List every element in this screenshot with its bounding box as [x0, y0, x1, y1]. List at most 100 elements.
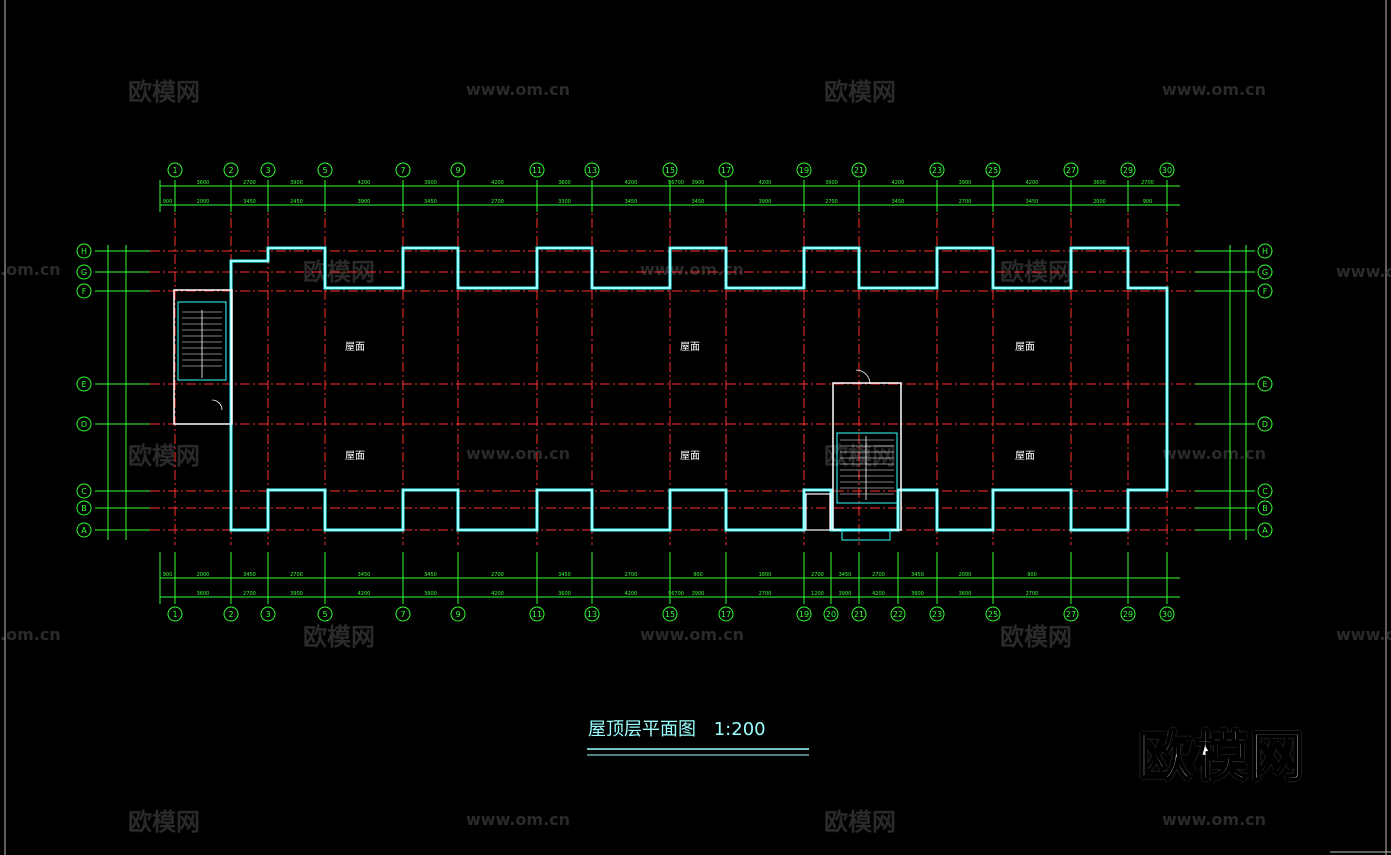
top-dim-label: 3900	[825, 180, 838, 186]
grid-bubble-top: 11	[529, 162, 545, 178]
grid-bubble-circle	[76, 283, 92, 299]
grid-bubble-circle	[1257, 376, 1273, 392]
wall-outline	[230, 247, 1168, 531]
grid-bubble-top: 3	[260, 162, 276, 178]
bottom-dim-label: 2700	[625, 572, 638, 578]
grid-bubble-top: 19	[796, 162, 812, 178]
grid-bubble-label: 13	[587, 610, 597, 619]
top-dim-label: 2700	[1141, 180, 1154, 186]
grid-bubble-top: 15	[662, 162, 678, 178]
bottom-dim-label: 2700	[872, 572, 885, 578]
grid-bubble-label: 2	[228, 166, 233, 175]
grid-bubble-right: H	[1257, 243, 1273, 259]
top-dim-label: 3450	[243, 199, 256, 205]
watermark-url: www.om.cn	[466, 80, 570, 99]
grid-bubble-circle	[851, 162, 867, 178]
bottom-dim-label: 900	[163, 572, 173, 578]
top-dim-label: 2700	[491, 199, 504, 205]
grid-bubble-circle	[985, 162, 1001, 178]
grid-bubble-circle	[929, 162, 945, 178]
grid-bubble-circle	[1120, 162, 1136, 178]
watermark-brand: 欧模网	[824, 442, 896, 470]
watermark-brand: 欧模网	[128, 808, 200, 836]
grid-bubble-left: E	[76, 376, 92, 392]
grid-bubble-circle	[1257, 522, 1273, 538]
grid-bubble-label: 22	[893, 610, 903, 619]
grid-bubble-bottom: 2	[223, 606, 239, 622]
grid-bubble-circle	[1159, 162, 1175, 178]
bottom-dim-label: 3900	[290, 591, 303, 597]
room-label: 屋面	[345, 450, 365, 462]
grid-bubble-circle	[450, 606, 466, 622]
door-swing	[211, 399, 223, 411]
watermark-brand: 欧模网	[128, 78, 200, 106]
bottom-dim-label: 3450	[358, 572, 371, 578]
grid-bubble-circle	[1257, 500, 1273, 516]
grid-bubble-right: E	[1257, 376, 1273, 392]
grid-bubble-label: 19	[799, 610, 809, 619]
top-dim-label: 3450	[1026, 199, 1039, 205]
grid-bubble-top: 2	[223, 162, 239, 178]
grid-bubble-label: 21	[854, 166, 864, 175]
grid-bubble-bottom: 30	[1159, 606, 1175, 622]
entrance-step	[841, 529, 891, 541]
grid-bubble-label: 9	[455, 166, 460, 175]
bottom-dim-label: 2700	[759, 591, 772, 597]
grid-bubble-label: 1	[172, 166, 177, 175]
grid-bubble-circle	[529, 606, 545, 622]
right-stair-inner	[836, 432, 898, 504]
grid-bubble-bottom: 25	[985, 606, 1001, 622]
top-dim-label: 2450	[290, 199, 303, 205]
grid-bubble-left: A	[76, 522, 92, 538]
grid-bubble-circle	[851, 606, 867, 622]
top-dim-label: 4200	[1026, 180, 1039, 186]
bottom-dim-label: 2000	[959, 572, 972, 578]
grid-bubble-circle	[796, 162, 812, 178]
grid-bubble-label: 17	[721, 166, 731, 175]
grid-bubble-right: C	[1257, 483, 1273, 499]
grid-bubble-top: 27	[1063, 162, 1079, 178]
top-dim-label: 3900	[759, 199, 772, 205]
watermark-brand: 欧模网	[824, 808, 896, 836]
grid-bubble-left: H	[76, 243, 92, 259]
grid-bubble-label: B	[81, 504, 87, 513]
left-stair-block	[173, 289, 233, 425]
grid-bubble-circle	[395, 162, 411, 178]
top-dim-label: 2000	[1093, 199, 1106, 205]
grid-bubble-label: 3	[265, 610, 270, 619]
bottom-dim-label: 3900	[424, 591, 437, 597]
grid-bubble-left: C	[76, 483, 92, 499]
grid-bubble-circle	[317, 162, 333, 178]
top-dim-label: 3450	[692, 199, 705, 205]
grid-bubble-label: 11	[532, 166, 542, 175]
grid-bubble-label: B	[1262, 504, 1268, 513]
grid-bubble-circle	[985, 606, 1001, 622]
top-dim-label: 4200	[892, 180, 905, 186]
room-label: 屋面	[680, 450, 700, 462]
watermark-brand: 欧模网	[824, 78, 896, 106]
grid-bubble-circle	[929, 606, 945, 622]
grid-bubble-top: 9	[450, 162, 466, 178]
grid-bubble-label: 25	[988, 166, 998, 175]
grid-bubble-bottom: 5	[317, 606, 333, 622]
grid-bubble-bottom: 21	[851, 606, 867, 622]
bottom-dim-label: 3900	[839, 591, 852, 597]
top-dim-label: 2700	[959, 199, 972, 205]
room-label: 屋面	[1015, 341, 1035, 353]
brand-logo: 欧模网	[1137, 724, 1306, 789]
room-label: 屋面	[1015, 450, 1035, 462]
top-dim-label: 3900	[358, 199, 371, 205]
grid-bubble-circle	[167, 606, 183, 622]
grid-bubble-circle	[167, 162, 183, 178]
grid-bubble-top: 5	[317, 162, 333, 178]
grid-bubble-right: B	[1257, 500, 1273, 516]
title-underline	[587, 748, 809, 756]
top-total-label: 56700	[668, 180, 684, 186]
grid-bubble-bottom: 17	[718, 606, 734, 622]
grid-bubble-label: 11	[532, 610, 542, 619]
bottom-dim-label: 4200	[872, 591, 885, 597]
top-dim-label: 3450	[625, 199, 638, 205]
grid-bubble-circle	[76, 522, 92, 538]
grid-bubble-bottom: 20	[823, 606, 839, 622]
